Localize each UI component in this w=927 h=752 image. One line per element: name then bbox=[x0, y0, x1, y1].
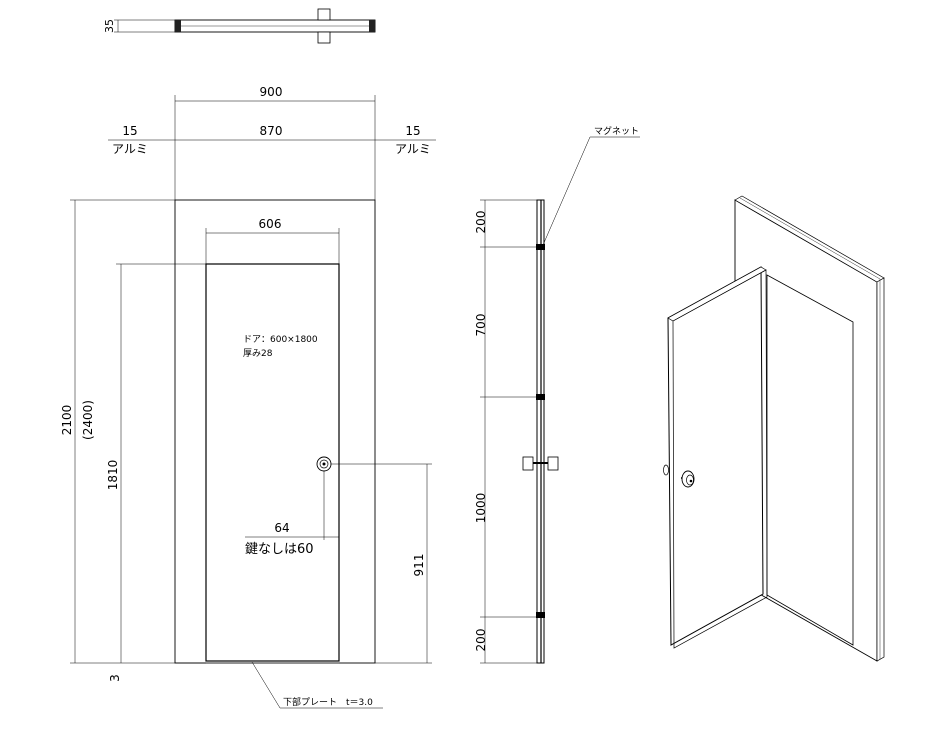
plan-knob-bottom bbox=[317, 31, 331, 44]
door-note-size: ドア：600×1800 bbox=[243, 335, 318, 345]
isometric-view bbox=[663, 195, 885, 662]
dim-door-width: 606 bbox=[259, 217, 282, 231]
dim-side-seg-1: 200 bbox=[474, 211, 488, 234]
dim-knob-offset: 64 bbox=[274, 521, 289, 535]
dim-knob-height: 911 bbox=[412, 554, 426, 577]
dim-height-alt: (2400) bbox=[81, 400, 95, 440]
label-magnet: マグネット bbox=[594, 125, 639, 137]
plan-knob-top bbox=[317, 8, 331, 21]
label-bottom-plate: 下部プレート t＝3.0 bbox=[283, 696, 373, 708]
note-knob-offset: 鍵なしは60 bbox=[245, 541, 314, 557]
dim-height-total: 2100 bbox=[60, 405, 74, 436]
iso-door-leaf bbox=[667, 266, 764, 646]
plan-view: 35 bbox=[103, 8, 376, 44]
side-elevation: 200 700 1000 200 マグネット bbox=[474, 125, 640, 664]
door-note-thickness: 厚み28 bbox=[243, 348, 273, 359]
dim-door-height: 1810 bbox=[106, 460, 120, 491]
dim-side-right: 15 bbox=[405, 124, 420, 138]
door-knob bbox=[316, 456, 332, 472]
label-side-left: アルミ bbox=[112, 142, 148, 156]
iso-door-knob bbox=[663, 464, 695, 488]
label-side-right: アルミ bbox=[395, 142, 431, 156]
dim-width-center: 870 bbox=[260, 124, 283, 138]
dim-bottom-gap: 3 bbox=[108, 674, 122, 682]
dim-side-seg-4: 200 bbox=[474, 629, 488, 652]
front-elevation: 900 870 15 アルミ 15 アルミ 606 2100 (2400) 18… bbox=[60, 85, 436, 709]
dim-side-left: 15 bbox=[122, 124, 137, 138]
dim-side-seg-2: 700 bbox=[474, 314, 488, 337]
plan-thickness-label: 35 bbox=[103, 19, 116, 33]
dim-side-seg-3: 1000 bbox=[474, 493, 488, 524]
dim-width-total: 900 bbox=[260, 85, 283, 99]
side-knob bbox=[522, 456, 559, 471]
